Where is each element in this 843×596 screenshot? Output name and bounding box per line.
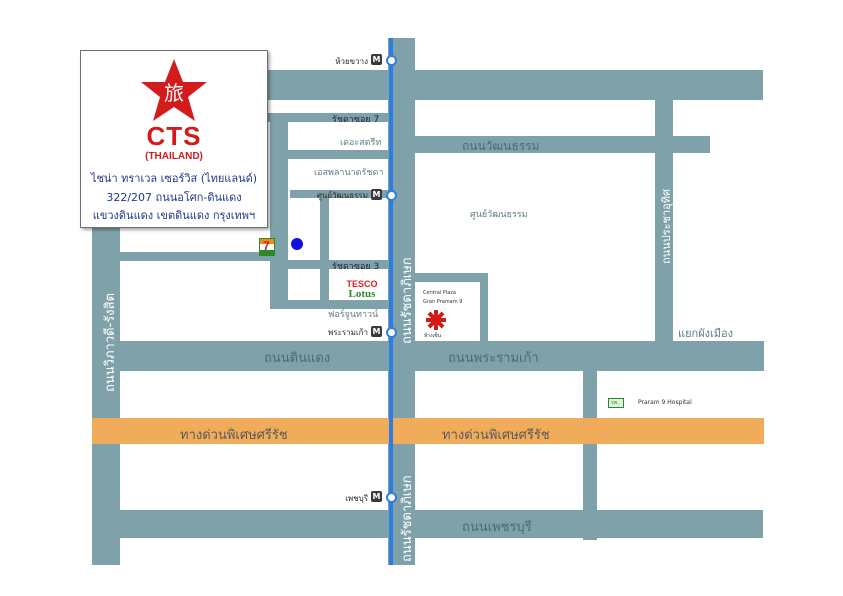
- mrt-icon: M: [371, 326, 382, 337]
- label-cultural-center: ศูนย์วัฒนธรรม: [470, 210, 528, 220]
- road-v-hospital: [583, 365, 597, 540]
- road-v-a: [270, 113, 288, 309]
- road-din-daeng: [92, 341, 764, 371]
- central-plaza: Central Plaza Gran Pramam 9 ห้างเซ็น: [418, 284, 478, 340]
- central-sublabel: Gran Pramam 9: [423, 299, 463, 305]
- label-esplanade: เอสพลานาดรัชดา: [314, 168, 384, 178]
- road-vibhavadi-low: [92, 443, 120, 565]
- station-dot-phetchaburi[interactable]: [386, 492, 397, 503]
- hospital-sign: รพ.: [608, 398, 624, 408]
- label-pracha-uthit: ถนนประชาอุทิศ: [660, 189, 673, 264]
- label-din-daeng: ถนนดินแดง: [264, 351, 331, 366]
- expressway: [92, 418, 764, 444]
- label-soi7: รัชดาซอย 7: [332, 115, 380, 125]
- label-expressway-left: ทางด่วนพิเศษศรีรัช: [180, 428, 288, 443]
- logo-glyph: 旅: [164, 81, 184, 105]
- company-info-box: 旅 CTS (THAILAND) ไชน่า ทราเวล เซอร์วิส (…: [80, 50, 268, 228]
- label-rachada-upper: ถนนรัชดาภิเษก: [400, 257, 415, 344]
- company-country: (THAILAND): [145, 151, 203, 162]
- seven-eleven-text: 7: [263, 239, 270, 253]
- location-marker[interactable]: [291, 238, 303, 250]
- company-name: CTS: [146, 121, 202, 151]
- road-soi-a: [290, 190, 388, 198]
- label-hospital: Praram 9 Hospital: [638, 399, 692, 406]
- mrt-icon: M: [371, 491, 382, 502]
- station-dot-cultural-center[interactable]: [386, 190, 397, 201]
- company-line2: 322/207 ถนนอโศก-ดินแดง: [106, 191, 242, 204]
- mrt-icon: M: [371, 189, 382, 200]
- road-vibhavadi: [92, 212, 120, 425]
- seven-eleven-icon: 7: [259, 238, 275, 256]
- label-rachada-lower: ถนนรัชดาภิเษก: [400, 475, 415, 562]
- station-huai-khwang[interactable]: ห้วยขวาง: [335, 57, 368, 66]
- central-label: Central Plaza: [423, 290, 456, 296]
- station-rama9[interactable]: พระรามเก้า: [328, 328, 368, 337]
- label-fortune-town: ฟอร์จูนทาวน์: [328, 310, 379, 320]
- central-logo-icon: [426, 310, 446, 330]
- label-vibhavadi: ถนนวิภาวดี-รังสิต: [103, 293, 118, 392]
- label-rama9: ถนนพระรามเก้า: [448, 351, 539, 366]
- tesco-lotus-logo: TESCO Lotus: [340, 280, 384, 300]
- label-expressway-right: ทางด่วนพิเศษศรีรัช: [442, 428, 550, 443]
- red-star-logo-icon: 旅: [141, 59, 207, 121]
- central-logo-text: ห้างเซ็น: [424, 333, 442, 339]
- lotus-text: Lotus: [348, 288, 376, 300]
- mrt-icon: M: [371, 54, 382, 65]
- road-pracha-uthit: [655, 92, 673, 350]
- road-phetchaburi: [120, 510, 763, 538]
- road-soi-b: [120, 252, 270, 261]
- mrt-line: [389, 38, 393, 565]
- station-dot-rama9[interactable]: [386, 327, 397, 338]
- label-junction: แยกผังเมือง: [678, 327, 733, 340]
- road-v-central: [480, 273, 488, 348]
- tesco-text: TESCO: [346, 279, 378, 289]
- hospital-sign-text: รพ.: [611, 400, 619, 406]
- label-phetchaburi: ถนนเพชรบุรี: [462, 520, 532, 535]
- station-cultural-center[interactable]: ศูนย์วัฒนธรรม: [316, 191, 368, 200]
- company-line3: แขวงดินแดง เขตดินแดง กรุงเทพฯ: [92, 209, 256, 222]
- label-wattanatham: ถนนวัฒนธรรม: [462, 139, 540, 153]
- label-the-street: เดอะสตรีท: [340, 138, 382, 148]
- road-central-h: [415, 273, 488, 282]
- station-dot-huai-khwang[interactable]: [386, 55, 397, 66]
- road-wattanatham: [415, 136, 710, 153]
- company-line1: ไชน่า ทราเวล เซอร์วิส (ไทยแลนด์): [90, 172, 258, 185]
- label-soi3: รัชดาซอย 3: [332, 262, 380, 272]
- road-soi-mid: [270, 150, 388, 159]
- station-phetchaburi[interactable]: เพชบุรี: [345, 494, 368, 503]
- road-v-b: [320, 190, 329, 309]
